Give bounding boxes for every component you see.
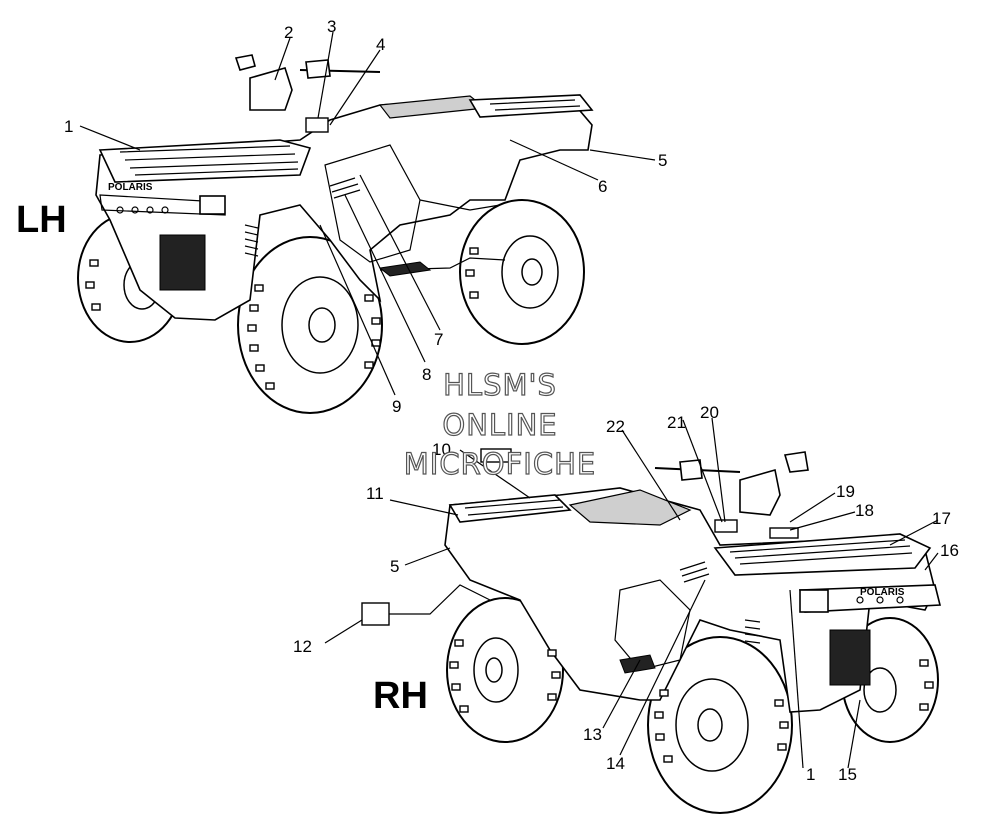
- rh-decal-18: [769, 527, 799, 539]
- lh-callout-7: 7: [434, 330, 443, 349]
- lh-callout-1: 1: [64, 117, 73, 136]
- rh-rear-tire: [446, 597, 564, 743]
- lh-leader-lines: [79, 31, 656, 396]
- lh-decal-8: [329, 177, 361, 199]
- lh-callout-4: 4: [376, 35, 385, 54]
- lh-view-label: LH: [16, 199, 67, 241]
- lh-callout-9: 9: [392, 397, 401, 416]
- rh-callout-21: 21: [667, 413, 686, 432]
- rh-callout-12: 12: [293, 637, 312, 656]
- lh-front-tire: [237, 236, 383, 414]
- rh-tread-pattern: [449, 639, 934, 763]
- lh-callouts: 1 2 3 4 5 6 7 8 9: [64, 17, 667, 416]
- rh-decal-12-box: [361, 602, 390, 626]
- rh-callout-1: 1: [806, 765, 815, 784]
- rh-brand-lettering: POLARIS: [860, 587, 905, 598]
- rh-decal-21: [714, 519, 738, 533]
- watermark-line-2: ONLINE: [442, 408, 557, 442]
- rh-callout-11: 11: [366, 484, 384, 503]
- rh-callout-17: 17: [932, 509, 951, 528]
- rh-callouts: 10 11 5 12 13 14 1 15 16 17 18 19 20 21 …: [293, 403, 959, 784]
- lh-rear-tire: [459, 199, 585, 345]
- rh-callout-18: 18: [855, 501, 874, 520]
- lh-callout-3: 3: [327, 17, 336, 36]
- rh-atv-illustration: [444, 451, 942, 814]
- lh-brand-lettering: POLARIS: [108, 182, 153, 193]
- rh-callout-14: 14: [606, 754, 625, 773]
- rh-callout-20: 20: [700, 403, 719, 422]
- watermark: HLSM'S ONLINE MICROFICHE: [403, 367, 596, 481]
- rh-front-tire: [647, 636, 793, 814]
- rh-callout-13: 13: [583, 725, 602, 744]
- rh-view-label: RH: [373, 675, 428, 717]
- lh-callout-2: 2: [284, 23, 293, 42]
- rh-leader-lines: [324, 417, 939, 769]
- watermark-line-3: MICROFICHE: [404, 447, 596, 481]
- rh-callout-10: 10: [432, 440, 451, 459]
- rh-callout-19: 19: [836, 482, 855, 501]
- lh-callout-8: 8: [422, 365, 431, 384]
- rh-callout-22: 22: [606, 417, 625, 436]
- rh-decal-10-box: [480, 448, 512, 463]
- lh-callout-5: 5: [658, 151, 667, 170]
- rh-headlight-pod: [739, 468, 781, 516]
- watermark-line-1: HLSM'S: [443, 368, 557, 402]
- lh-tread-pattern: [85, 247, 479, 390]
- rh-callout-5: 5: [390, 557, 399, 576]
- lh-headlight-pod: [249, 67, 293, 111]
- rh-callout-16: 16: [940, 541, 959, 560]
- lh-callout-6: 6: [598, 177, 607, 196]
- rh-callout-15: 15: [838, 765, 857, 784]
- lh-decal-3: [305, 117, 329, 133]
- rh-decal-14: [679, 561, 710, 583]
- lh-atv-illustration: [77, 54, 594, 414]
